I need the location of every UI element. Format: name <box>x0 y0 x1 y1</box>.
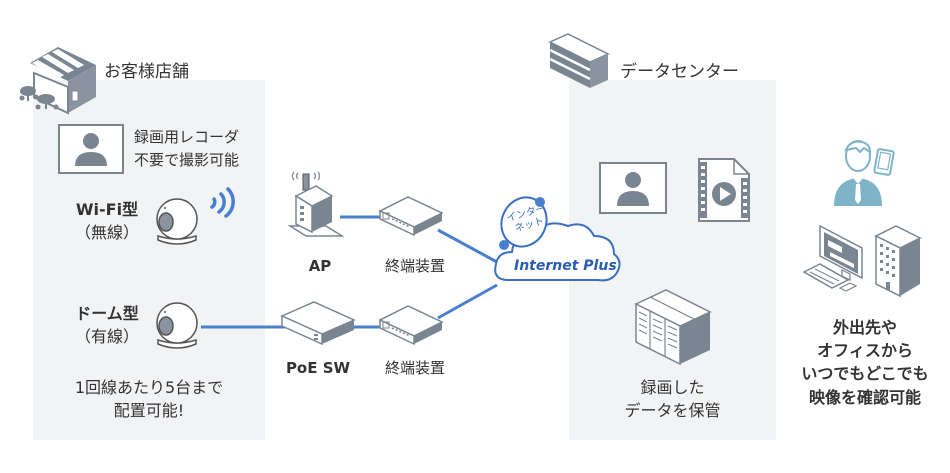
dome-camera-type: ドーム型 <box>75 304 139 323</box>
poe-switch-label: PoE SW <box>285 359 351 377</box>
poe-switch-icon <box>280 301 356 346</box>
camera-view-icon <box>58 124 124 174</box>
remote-note-line-2: オフィスから <box>817 341 913 361</box>
ap-label: AP <box>308 257 332 275</box>
link-terminal-cloud-top <box>437 228 498 264</box>
video-file-icon <box>698 158 750 222</box>
store-icon <box>19 47 96 115</box>
capacity-note-line-2: 配置可能! <box>113 401 185 421</box>
capacity-note-line-1: 1回線あたり5台まで <box>74 378 224 397</box>
remote-user-icon <box>834 140 895 206</box>
office-computer-icon <box>802 224 863 292</box>
server-rack-icon <box>634 289 712 366</box>
remote-note-line-3: いつでもどこでも <box>801 364 929 384</box>
dome-camera-connection: （有線） <box>74 327 139 347</box>
internet-plus-brand: Internet Plus <box>514 258 617 274</box>
link-terminal-cloud-bottom <box>437 283 498 320</box>
datacenter-icon <box>548 33 610 88</box>
dome-camera-icon <box>156 302 198 349</box>
terminal-device-top-icon <box>378 196 444 237</box>
remote-note-line-4: 映像を確認可能 <box>808 387 921 407</box>
remote-note: 外出先や オフィスから いつでもどこでも 映像を確認可能 <box>790 316 940 409</box>
recorder-note-line-2: 不要で撮影可能 <box>134 150 240 169</box>
video-frame-icon <box>599 162 667 214</box>
wifi-camera-icon <box>156 198 198 245</box>
wifi-camera-type: Wi-Fi型 <box>75 200 139 219</box>
capacity-note: 1回線あたり5台まで 配置可能! <box>33 376 265 422</box>
storage-note: 録画した データを保管 <box>569 376 776 422</box>
office-building-icon <box>874 225 922 298</box>
terminal-bottom-label: 終端装置 <box>384 359 445 377</box>
recorder-note-line-1: 録画用レコーダ <box>134 128 240 146</box>
recorder-note: 録画用レコーダ 不要で撮影可能 <box>134 126 239 171</box>
terminal-device-bottom-icon <box>378 305 444 346</box>
wifi-signal-icon <box>210 187 235 218</box>
datacenter-title: データセンター <box>620 62 739 82</box>
storage-note-line-1: 録画した <box>640 378 705 397</box>
wifi-camera-connection: （無線） <box>74 223 139 243</box>
storage-note-line-2: データを保管 <box>624 401 721 421</box>
remote-note-line-1: 外出先や <box>832 318 897 337</box>
dome-camera-label: ドーム型 （有線） <box>52 302 162 348</box>
internet-cloud-icon <box>494 196 621 282</box>
access-point-icon <box>287 171 345 237</box>
terminal-top-label: 終端装置 <box>384 257 445 275</box>
store-title: お客様店舗 <box>104 62 189 82</box>
wifi-camera-label: Wi-Fi型 （無線） <box>52 198 162 244</box>
